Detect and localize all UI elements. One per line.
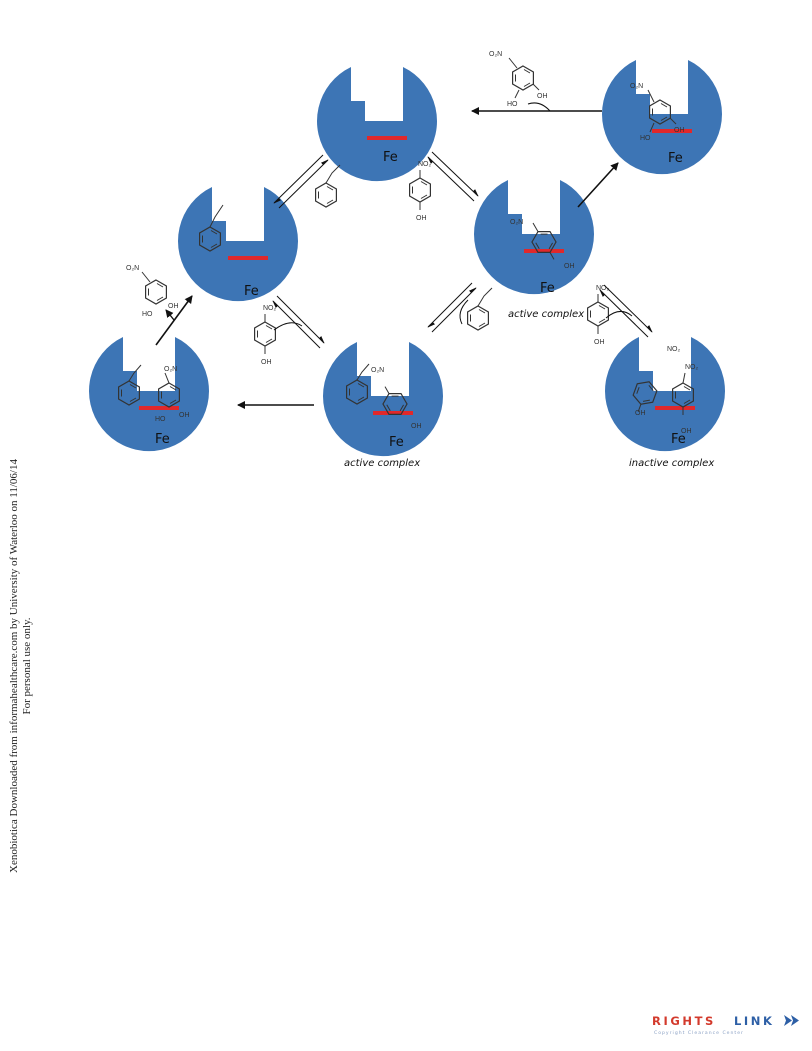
copyright-clearance-text: Copyright Clearance Center bbox=[654, 1030, 744, 1036]
o2n-label: O₂N bbox=[510, 219, 523, 226]
o2n-label: O₂N bbox=[126, 265, 139, 272]
curve-mid-right bbox=[459, 299, 469, 325]
oh-label: OH bbox=[168, 303, 179, 310]
link-text: LINK bbox=[734, 1014, 775, 1028]
oh-label: OH bbox=[416, 215, 427, 222]
oh-label: OH bbox=[411, 423, 422, 430]
oh-label: OH bbox=[674, 127, 685, 134]
logo-arrow-icon bbox=[784, 1015, 792, 1026]
curve-low-right bbox=[605, 311, 633, 319]
no2-label: NO₂ bbox=[667, 346, 681, 353]
fe-label: Fe bbox=[244, 284, 259, 299]
oh-label: OH bbox=[179, 412, 190, 419]
no2-label: NO₂ bbox=[418, 161, 432, 168]
inactive-complex-label: inactive complex bbox=[629, 458, 714, 469]
eq-low-right-a bbox=[603, 284, 653, 333]
ho-label: HO bbox=[155, 416, 166, 423]
logo-arrow-icon bbox=[791, 1015, 799, 1026]
oh-label: OH bbox=[681, 428, 692, 435]
eq-top-left-a bbox=[273, 154, 324, 204]
arrow-release-left bbox=[155, 295, 193, 346]
rights-text: RIGHTS bbox=[652, 1014, 716, 1028]
free-catechol-top: O₂N HO OH bbox=[489, 51, 548, 108]
eq-top-right-b bbox=[427, 156, 475, 202]
free-nitrophenol-upper: NO₂ OH bbox=[409, 161, 432, 222]
active-complex-label-bottom: active complex bbox=[344, 458, 420, 469]
o2n-label: O₂N bbox=[489, 51, 502, 58]
download-notice: Xenobiotica Downloaded from informahealt… bbox=[8, 306, 34, 1026]
arrow-oxidation-right bbox=[577, 162, 619, 208]
o2n-label: O₂N bbox=[371, 367, 384, 374]
oh-label: OH bbox=[635, 410, 646, 417]
no2-label: NO₂ bbox=[596, 285, 610, 292]
free-nitrophenol-right: NO₂ OH bbox=[586, 285, 610, 346]
fe-label: Fe bbox=[155, 432, 170, 447]
free-nitrophenol-left: NO₂ OH bbox=[254, 305, 277, 366]
eq-top-right-a bbox=[431, 151, 479, 197]
oh-label: OH bbox=[594, 339, 605, 346]
fe-label: Fe bbox=[540, 281, 555, 296]
no2-label: NO₂ bbox=[685, 364, 699, 371]
eq-mid-left-b bbox=[272, 300, 321, 349]
curve-mid-left bbox=[273, 322, 303, 331]
oh-label: OH bbox=[261, 359, 272, 366]
fe-label: Fe bbox=[671, 432, 686, 447]
no2-label: NO₂ bbox=[263, 305, 277, 312]
enzyme-inactive: Fe NO₂ NO₂ OH OH bbox=[605, 337, 725, 452]
ho-label: HO bbox=[142, 311, 153, 318]
active-complex-label-right: active complex bbox=[508, 309, 584, 320]
arrow-release-left-stub bbox=[165, 309, 175, 321]
o2n-label: O₂N bbox=[164, 366, 177, 373]
fe-label: Fe bbox=[383, 150, 398, 165]
download-notice-line2: For personal use only. bbox=[21, 617, 33, 715]
ho-label: HO bbox=[640, 135, 651, 142]
curve-release-top bbox=[527, 102, 551, 112]
enzyme-free-top: Fe bbox=[317, 67, 437, 182]
enzyme-catechol-bound: Fe O₂N HO OH bbox=[602, 60, 722, 175]
rightslink-logo: RIGHTS LINK Copyright Clearance Center bbox=[652, 1014, 799, 1036]
download-notice-line1: Xenobiotica Downloaded from informahealt… bbox=[8, 459, 20, 873]
enzyme-ternary-active: Fe O₂N OH bbox=[323, 342, 443, 457]
free-styrene-upper bbox=[315, 164, 341, 208]
enzyme-styrene-bound: Fe bbox=[178, 187, 298, 302]
eq-low-right-b bbox=[599, 289, 649, 338]
oh-label: OH bbox=[564, 263, 575, 270]
eq-mid-left-a bbox=[276, 295, 325, 344]
fe-label: Fe bbox=[668, 151, 683, 166]
eq-top-left-b bbox=[278, 159, 329, 209]
ho-label: HO bbox=[507, 101, 518, 108]
fe-label: Fe bbox=[389, 435, 404, 450]
eq-mid-right-b bbox=[431, 287, 477, 333]
o2n-label: O₂N bbox=[630, 83, 643, 90]
eq-mid-right-a bbox=[427, 282, 473, 328]
enzyme-product-styrene: Fe O₂N HO OH bbox=[89, 337, 209, 452]
free-catechol-left: O₂N HO OH bbox=[126, 265, 179, 318]
oh-label: OH bbox=[537, 93, 548, 100]
free-styrene-lower bbox=[467, 287, 493, 331]
enzyme-nitrophenol-active: Fe O₂N OH bbox=[474, 180, 594, 296]
